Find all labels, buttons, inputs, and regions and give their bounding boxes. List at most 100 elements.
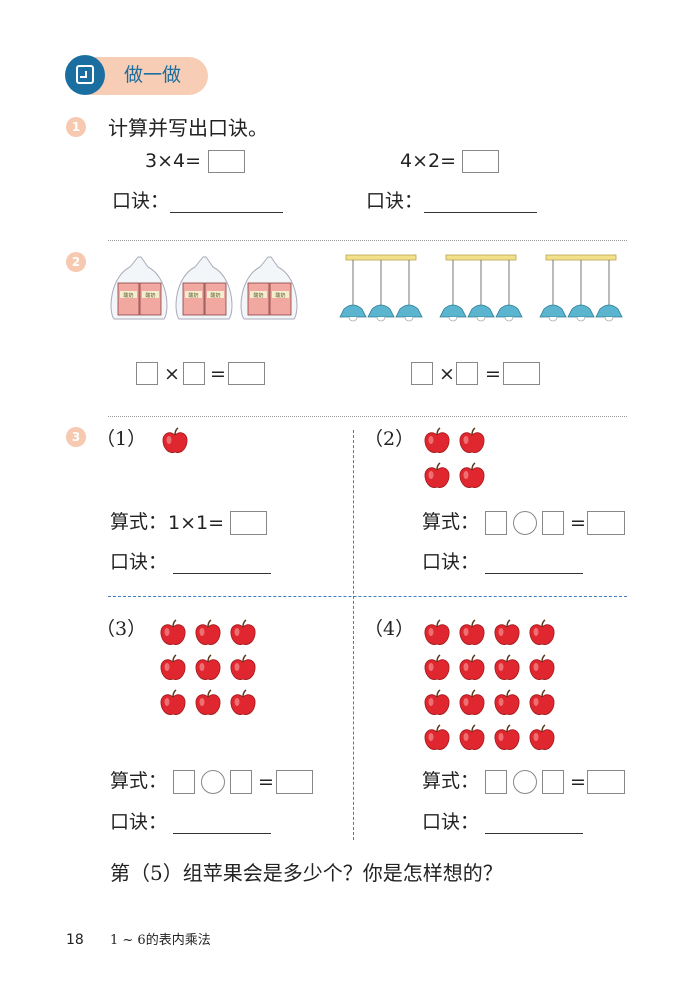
answer-box[interactable]: [276, 770, 313, 794]
koujue-answer-line[interactable]: [424, 212, 537, 213]
question-number-badge: 3: [66, 427, 86, 447]
apple-icon: [457, 618, 487, 652]
formula-label: 算式：: [422, 511, 480, 533]
apple-icon: [457, 461, 487, 495]
milk-bag: 酸奶酸奶: [110, 256, 168, 320]
answer-box[interactable]: [542, 770, 564, 794]
milk-bag: 酸奶 酸奶: [175, 256, 233, 320]
part-label: （1）: [96, 428, 147, 450]
pencil-note-icon: [65, 55, 105, 95]
apple-icon: [422, 723, 452, 757]
svg-text:酸奶: 酸奶: [275, 292, 285, 299]
q1-instruction: 计算并写出口诀。: [108, 116, 268, 140]
milk-bag: 酸奶 酸奶: [240, 256, 298, 320]
times-sign: ×: [439, 363, 455, 385]
part-label: （2）: [364, 428, 415, 450]
equals-sign: =: [210, 363, 226, 385]
apple-icon: [492, 653, 522, 687]
koujue-label: 口诀：: [366, 190, 424, 212]
equals-sign: =: [485, 363, 501, 385]
svg-text:酸奶: 酸奶: [210, 292, 220, 299]
koujue-answer-line[interactable]: [485, 573, 583, 574]
answer-box[interactable]: [183, 362, 205, 385]
apple-icon: [457, 653, 487, 687]
formula-given: 1×1=: [168, 512, 225, 534]
apple-icon: [158, 653, 188, 687]
part-label: （3）: [96, 618, 147, 640]
answer-box[interactable]: [230, 511, 267, 535]
answer-box[interactable]: [228, 362, 265, 385]
koujue-answer-line[interactable]: [485, 833, 583, 834]
lamps-illustration: [336, 253, 631, 323]
divider: [108, 416, 627, 417]
apple-icon: [422, 426, 452, 460]
times-sign: ×: [164, 363, 180, 385]
apple-icon: [492, 723, 522, 757]
answer-box[interactable]: [136, 362, 158, 385]
svg-text:酸奶: 酸奶: [253, 292, 263, 299]
page-number: 18: [66, 932, 84, 948]
apple-icon: [422, 461, 452, 495]
follow-up-question: 第（5）组苹果会是多少个？你是怎样想的？: [110, 861, 503, 885]
formula-label: 算式：: [110, 511, 168, 533]
question-number-badge: 2: [66, 252, 86, 272]
answer-box[interactable]: [503, 362, 540, 385]
equals-sign: =: [570, 771, 586, 793]
answer-box[interactable]: [587, 511, 625, 535]
apple-icon: [492, 688, 522, 722]
koujue-label: 口诀：: [112, 190, 170, 212]
koujue-label: 口诀：: [422, 551, 480, 573]
answer-box[interactable]: [411, 362, 433, 385]
answer-box[interactable]: [173, 770, 195, 794]
operator-circle[interactable]: [513, 511, 537, 535]
apple-icon: [527, 688, 557, 722]
apple-icon: [228, 653, 258, 687]
q1-equation-left: 3×4=: [145, 150, 202, 172]
quadrant-divider-vertical: [353, 430, 354, 840]
svg-text:酸奶: 酸奶: [188, 292, 198, 299]
answer-box[interactable]: [485, 770, 507, 794]
answer-box[interactable]: [587, 770, 625, 794]
question-number-badge: 1: [66, 117, 86, 137]
koujue-answer-line[interactable]: [173, 573, 271, 574]
apple-icon: [193, 653, 223, 687]
answer-box[interactable]: [485, 511, 507, 535]
milk-bags-illustration: 酸奶酸奶酸奶酸奶酸奶酸奶: [108, 253, 303, 323]
equals-sign: =: [258, 771, 274, 793]
operator-circle[interactable]: [201, 770, 225, 794]
apple-icon: [193, 618, 223, 652]
apple-icon: [422, 688, 452, 722]
apple-icon: [422, 653, 452, 687]
divider: [108, 240, 627, 241]
svg-text:酸奶: 酸奶: [123, 292, 133, 299]
answer-box[interactable]: [542, 511, 564, 535]
apple-icon: [158, 618, 188, 652]
koujue-answer-line[interactable]: [170, 212, 283, 213]
q1-equation-right: 4×2=: [400, 150, 457, 172]
answer-box[interactable]: [230, 770, 252, 794]
koujue-label: 口诀：: [110, 551, 168, 573]
equals-sign: =: [570, 512, 586, 534]
koujue-label: 口诀：: [110, 811, 168, 833]
apple-icon: [457, 723, 487, 757]
answer-box[interactable]: [462, 150, 499, 173]
apple-icon: [527, 723, 557, 757]
apple-icon: [160, 426, 190, 460]
koujue-answer-line[interactable]: [173, 833, 271, 834]
chapter-title: 1 ~ 6的表内乘法: [110, 933, 211, 948]
koujue-label: 口诀：: [422, 811, 480, 833]
part-label: （4）: [364, 618, 415, 640]
quadrant-divider-horizontal: [108, 596, 627, 597]
apple-icon: [492, 618, 522, 652]
apple-icon: [527, 653, 557, 687]
formula-label: 算式：: [110, 770, 168, 792]
answer-box[interactable]: [208, 150, 245, 173]
operator-circle[interactable]: [513, 770, 537, 794]
apple-icon: [158, 688, 188, 722]
formula-label: 算式：: [422, 770, 480, 792]
apple-icon: [228, 618, 258, 652]
apple-icon: [228, 688, 258, 722]
answer-box[interactable]: [456, 362, 478, 385]
apple-icon: [422, 618, 452, 652]
